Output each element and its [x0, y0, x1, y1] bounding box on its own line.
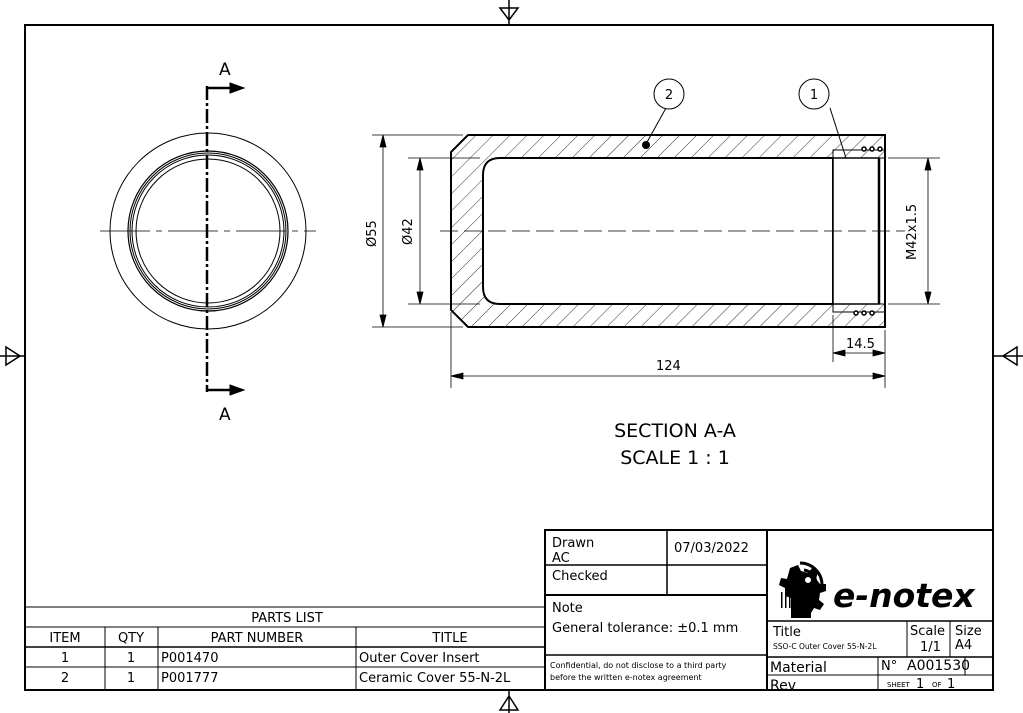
parts-row-1-item: 1 — [61, 651, 69, 666]
of-value: 1 — [947, 677, 955, 692]
drawn-label: Drawn — [552, 536, 594, 551]
title-value: SSO-C Outer Cover 55-N-2L — [773, 642, 877, 651]
e-notex-logo: e-notex — [779, 561, 976, 618]
dimension-lines — [372, 134, 940, 388]
dim-insert-length: 14.5 — [846, 337, 875, 352]
logo-gear-icon — [779, 561, 826, 618]
note-label: Note — [552, 601, 583, 616]
parts-header-qty: QTY — [118, 631, 144, 646]
parts-row-2-qty: 1 — [127, 671, 135, 686]
size-label: Size — [955, 624, 982, 639]
drawn-date: 07/03/2022 — [674, 541, 749, 556]
number-value: A001530 — [907, 658, 970, 674]
rev-label: Rev — [770, 678, 796, 694]
section-scale: SCALE 1 : 1 — [620, 447, 730, 469]
scale-label: Scale — [910, 624, 945, 639]
dim-total-length: 124 — [656, 359, 681, 374]
material-label: Material — [770, 660, 827, 676]
balloon-2: 2 — [665, 88, 673, 103]
parts-row-2-item: 2 — [61, 671, 69, 686]
note-text: General tolerance: ±0.1 mm — [552, 621, 738, 636]
confidential-line-2: before the written e-notex agreement — [550, 673, 702, 682]
scale-value: 1/1 — [920, 640, 941, 655]
section-view — [440, 134, 905, 328]
of-label: OF — [932, 681, 942, 689]
parts-list-title: PARTS LIST — [251, 611, 323, 626]
size-value: A4 — [955, 638, 972, 653]
sheet-label: SHEET — [887, 681, 911, 689]
parts-row-1-part-number: P001470 — [161, 651, 218, 666]
section-label-top: A — [219, 60, 231, 80]
section-title: SECTION A-A — [614, 420, 736, 442]
parts-row-2-title: Ceramic Cover 55-N-2L — [359, 671, 511, 686]
parts-list — [25, 606, 545, 690]
confidential-line-1: Confidential, do not disclose to a third… — [550, 661, 727, 670]
drawn-by: AC — [552, 551, 570, 566]
section-label-bottom: A — [219, 405, 231, 425]
checked-label: Checked — [552, 569, 608, 584]
parts-row-1-title: Outer Cover Insert — [359, 651, 480, 666]
balloons — [642, 78, 847, 159]
dim-inner-diameter: Ø42 — [401, 218, 416, 245]
front-view — [100, 82, 316, 396]
parts-header-part-number: PART NUMBER — [211, 631, 304, 646]
parts-header-title: TITLE — [431, 631, 467, 646]
title-block — [544, 529, 994, 691]
sheet-value: 1 — [916, 677, 924, 692]
title-label: Title — [772, 625, 801, 640]
parts-row-1-qty: 1 — [127, 651, 135, 666]
number-label: N° — [881, 659, 897, 674]
parts-header-item: ITEM — [49, 631, 80, 646]
dim-thread: M42x1.5 — [905, 204, 920, 260]
logo-text: e-notex — [833, 576, 976, 615]
parts-row-2-part-number: P001777 — [161, 671, 218, 686]
dim-outer-diameter: Ø55 — [365, 220, 380, 247]
balloon-1: 1 — [810, 88, 818, 103]
